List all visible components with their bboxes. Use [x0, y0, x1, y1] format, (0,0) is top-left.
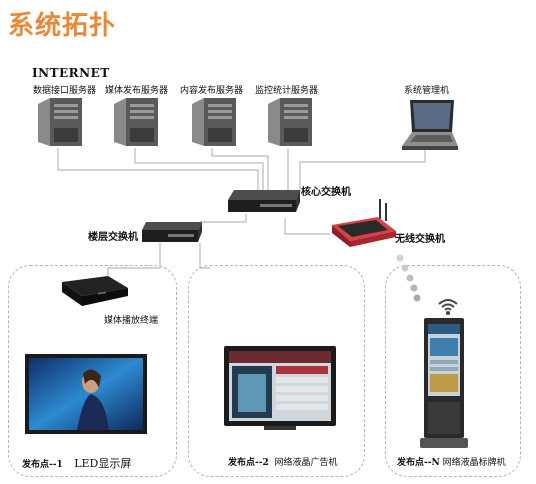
server-icon-2	[114, 98, 158, 146]
media-player-icon	[62, 276, 128, 306]
link-floor-player	[107, 243, 161, 276]
point-2-caption: 发布点--2 网络液晶广告机	[228, 455, 337, 468]
point-2-desc: 网络液晶广告机	[274, 458, 338, 468]
wireless-signal-dots	[396, 254, 421, 302]
link-server-3	[211, 148, 269, 192]
laptop-icon	[402, 100, 458, 150]
floor-switch-label: 楼层交换机	[88, 232, 138, 243]
point-1-caption: 发布点--1 LED显示屏	[22, 455, 131, 471]
internet-label: INTERNET	[32, 66, 110, 80]
point-n-caption: 发布点--N 网络液晶标牌机	[397, 455, 506, 468]
media-player-label: 媒体播放终端	[104, 316, 159, 326]
zone-point-1	[8, 265, 177, 477]
link-core-wireless	[284, 218, 330, 235]
diagram-title: 系统拓扑	[8, 11, 117, 41]
point-2-name: 发布点--2	[228, 458, 269, 468]
link-server-1	[57, 148, 259, 192]
lcd-ad-screen-icon	[224, 346, 336, 430]
zone-point-2	[188, 265, 365, 477]
server-label-1: 数据接口服务器	[33, 86, 97, 96]
wifi-icon	[438, 299, 458, 315]
point-1-name: 发布点--1	[22, 460, 63, 470]
wireless-switch-label: 无线交换机	[395, 234, 445, 245]
point-1-desc: LED显示屏	[74, 457, 132, 470]
server-label-4: 监控统计服务器	[255, 86, 319, 96]
floor-switch-icon	[142, 222, 202, 242]
link-core-floor	[200, 214, 247, 223]
kiosk-signage-icon	[420, 318, 468, 448]
server-icon-1	[38, 98, 82, 146]
server-label-2: 媒体发布服务器	[105, 86, 169, 96]
link-server-2	[134, 148, 264, 192]
server-icon-4	[268, 98, 312, 146]
link-management	[299, 150, 426, 192]
management-label: 系统管理机	[404, 86, 450, 96]
server-icon-3	[192, 98, 236, 146]
server-label-3: 内容发布服务器	[180, 86, 244, 96]
point-n-desc: 网络液晶标牌机	[442, 458, 506, 468]
core-switch-label: 核心交换机	[301, 187, 351, 198]
wireless-router-icon	[332, 199, 396, 247]
led-screen-icon	[25, 354, 147, 434]
point-n-name: 发布点--N	[397, 458, 440, 468]
core-switch-icon	[228, 190, 300, 212]
zone-point-n	[385, 265, 521, 477]
